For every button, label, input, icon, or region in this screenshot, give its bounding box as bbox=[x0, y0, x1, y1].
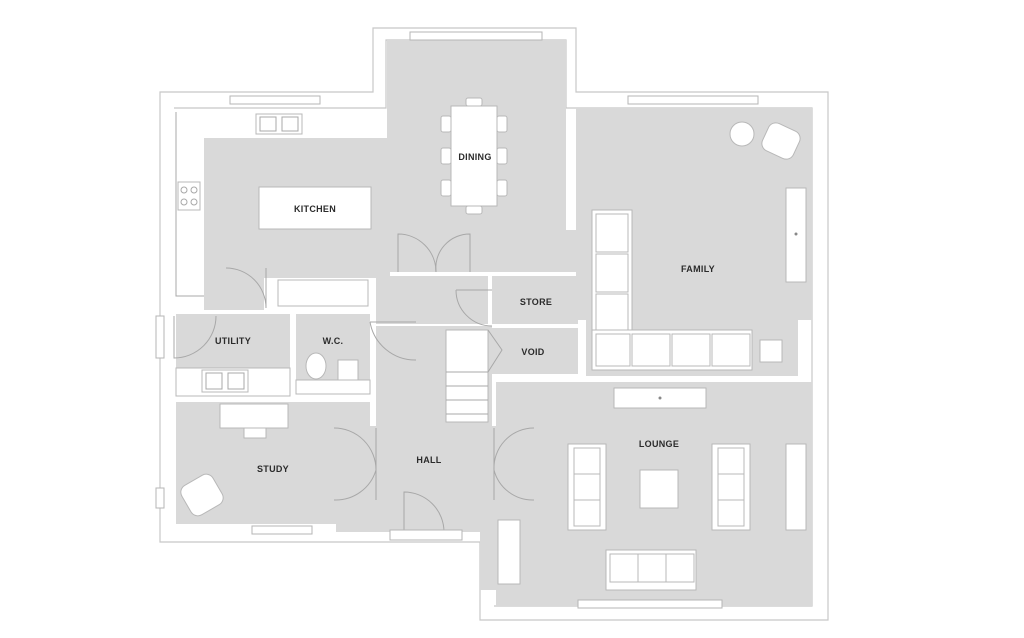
window bbox=[409, 31, 543, 41]
tv-dot bbox=[794, 232, 798, 236]
sofa-cushion bbox=[631, 333, 671, 367]
wc-door bbox=[369, 321, 417, 361]
family-furniture bbox=[591, 121, 807, 371]
dining-chair bbox=[465, 97, 483, 107]
hob-ring bbox=[180, 198, 188, 206]
lounge-furniture bbox=[497, 387, 807, 591]
windows bbox=[155, 31, 759, 609]
dining-chair bbox=[440, 147, 452, 165]
room-label-dining: DINING bbox=[458, 152, 491, 162]
sink-bowl bbox=[281, 116, 299, 132]
toilet bbox=[305, 352, 327, 380]
window bbox=[229, 95, 321, 105]
counter-outline bbox=[175, 112, 204, 297]
sofa-cushion bbox=[595, 293, 629, 333]
kitchen-cabinet bbox=[277, 279, 369, 307]
kitchen-floor-lower bbox=[204, 270, 264, 310]
dining-chair bbox=[496, 179, 508, 197]
window bbox=[155, 487, 165, 509]
study-furniture bbox=[180, 403, 289, 517]
sofa-cushion bbox=[671, 333, 711, 367]
bookcase bbox=[497, 519, 521, 585]
room-label-wc: W.C. bbox=[323, 336, 344, 346]
basin bbox=[337, 359, 359, 381]
room-label-family: FAMILY bbox=[681, 264, 715, 274]
sideboard bbox=[785, 443, 807, 531]
floor-areas bbox=[176, 40, 812, 606]
room-label-study: STUDY bbox=[257, 464, 289, 474]
window bbox=[155, 315, 165, 359]
hob-ring bbox=[180, 186, 188, 194]
dining-chair bbox=[496, 147, 508, 165]
landing-floor bbox=[376, 276, 488, 324]
utility-fittings bbox=[173, 267, 291, 397]
lounge-bay-floor bbox=[480, 512, 500, 590]
room-label-kitchen: KITCHEN bbox=[294, 204, 336, 214]
sink-bowl bbox=[259, 116, 277, 132]
sofa-cushion bbox=[711, 333, 751, 367]
room-label-lounge: LOUNGE bbox=[639, 439, 679, 449]
dining-chair bbox=[440, 115, 452, 133]
hob bbox=[177, 181, 201, 211]
wc-counter bbox=[295, 379, 371, 395]
sofa-cushion bbox=[595, 333, 631, 367]
front-door bbox=[403, 491, 445, 533]
side-table bbox=[759, 339, 783, 363]
window bbox=[577, 599, 723, 609]
dining-set bbox=[440, 97, 508, 215]
round-table bbox=[729, 121, 755, 147]
armchair bbox=[761, 122, 801, 160]
kitchen-island bbox=[258, 186, 372, 230]
room-label-store: STORE bbox=[520, 297, 552, 307]
dining-chair bbox=[496, 115, 508, 133]
utility-inner-door bbox=[225, 267, 267, 309]
utility-door bbox=[173, 315, 217, 359]
sink bbox=[255, 113, 303, 135]
room-label-void: VOID bbox=[521, 347, 544, 357]
double-door bbox=[397, 233, 471, 273]
armchair bbox=[180, 473, 224, 517]
staircase bbox=[445, 329, 503, 423]
sofa-cushion bbox=[595, 213, 629, 253]
sofa-cushion bbox=[595, 253, 629, 293]
dining-chair bbox=[440, 179, 452, 197]
room-label-hall: HALL bbox=[416, 455, 441, 465]
hall-upper-floor bbox=[376, 230, 576, 272]
hall-doors bbox=[333, 427, 535, 541]
store-floor bbox=[492, 276, 578, 324]
coffee-table bbox=[639, 469, 679, 509]
desk-chair bbox=[243, 427, 267, 439]
window bbox=[627, 95, 759, 105]
store-door bbox=[455, 289, 493, 327]
outer-wall bbox=[159, 27, 829, 621]
void-floor bbox=[492, 328, 578, 374]
utility-floor bbox=[176, 314, 290, 368]
desk bbox=[219, 403, 289, 429]
front-door-frame bbox=[389, 529, 463, 541]
wc-fittings bbox=[295, 321, 417, 395]
dining-chair bbox=[465, 205, 483, 215]
kitchen-counter bbox=[175, 112, 372, 307]
room-label-utility: UTILITY bbox=[215, 336, 251, 346]
stairs bbox=[445, 329, 489, 423]
tv-dot bbox=[658, 396, 662, 400]
hob-ring bbox=[190, 198, 198, 206]
utility-sink bbox=[201, 369, 249, 393]
hob-ring bbox=[190, 186, 198, 194]
window bbox=[251, 525, 313, 535]
